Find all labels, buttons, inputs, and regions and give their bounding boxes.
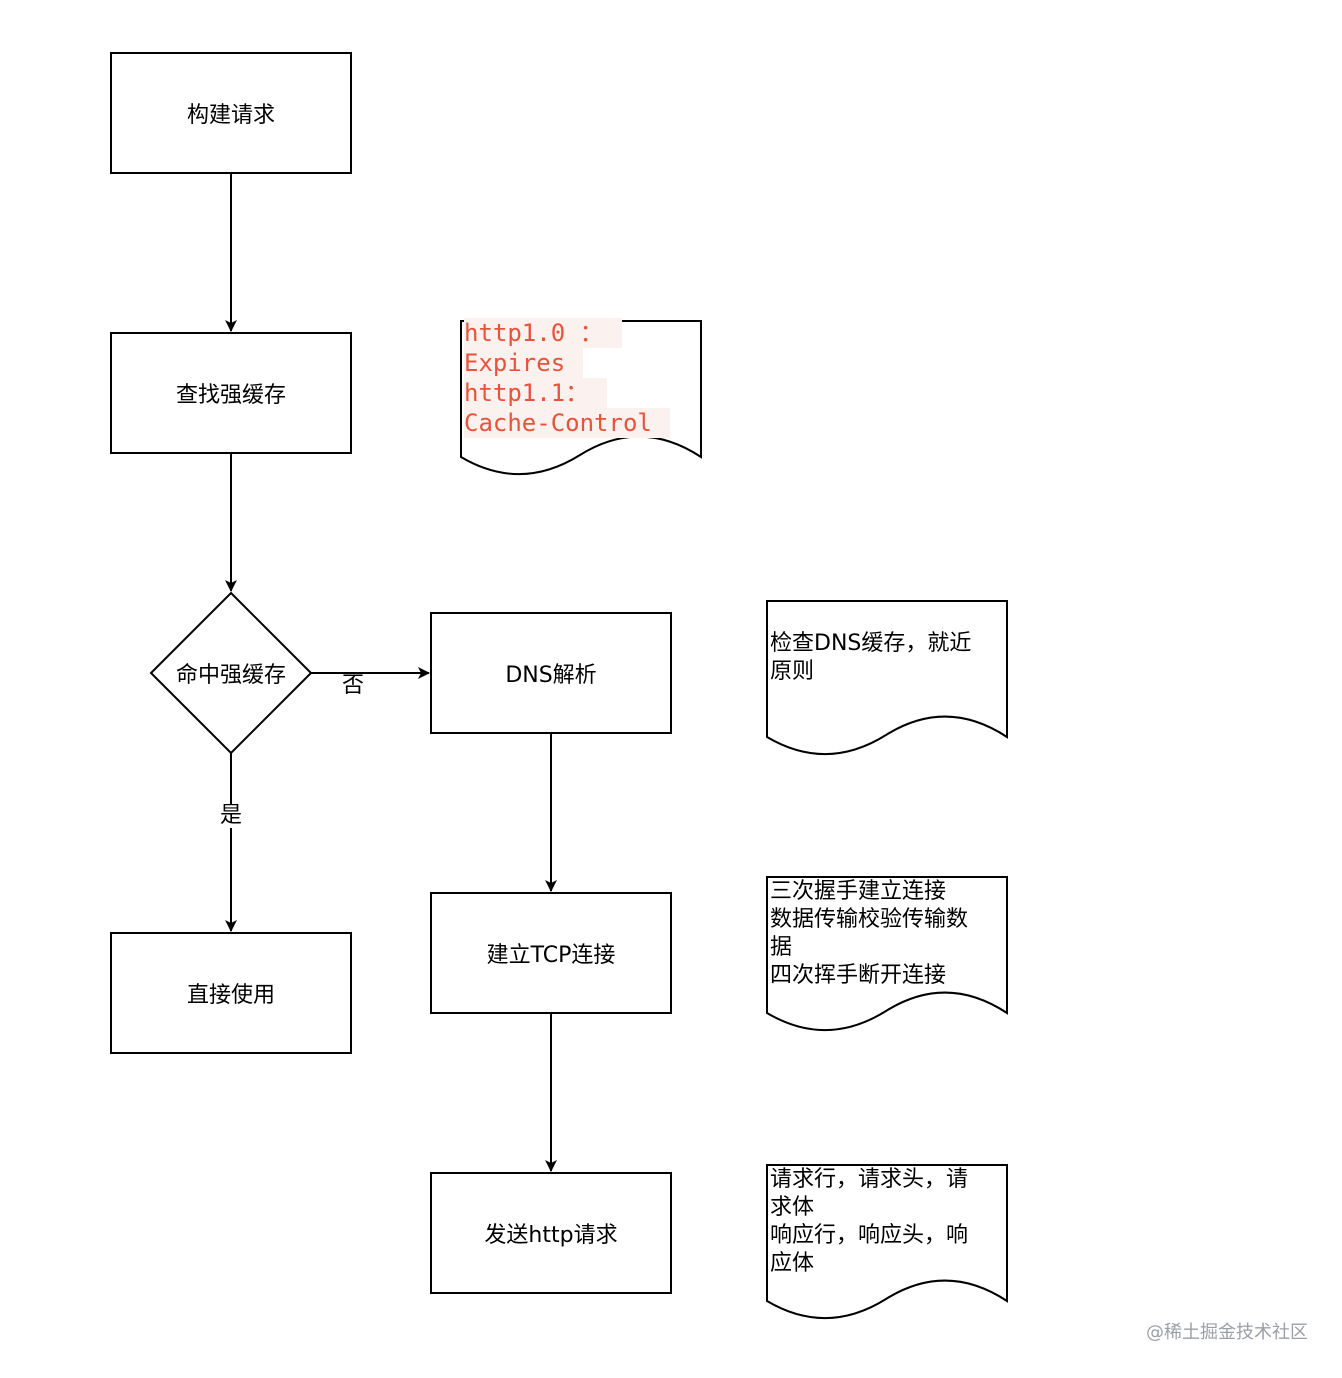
cache-headers-line: http1.1： bbox=[464, 378, 608, 408]
http-note-shape bbox=[766, 1164, 1008, 1319]
cache-headers-line: Cache-Control bbox=[464, 408, 670, 438]
node-tcp-connect: 建立TCP连接 bbox=[430, 892, 672, 1014]
cache-headers-note-text: http1.0 ： Expires http1.1： Cache-Control bbox=[464, 318, 670, 438]
node-tcp-connect-label: 建立TCP连接 bbox=[486, 943, 616, 968]
node-build-request: 构建请求 bbox=[110, 52, 352, 174]
dns-note-text: 检查DNS缓存，就近 原则 bbox=[770, 631, 972, 684]
node-build-request-label: 构建请求 bbox=[186, 103, 275, 128]
node-send-http-label: 发送http请求 bbox=[484, 1223, 618, 1248]
node-send-http: 发送http请求 bbox=[430, 1172, 672, 1294]
node-find-strong-cache: 查找强缓存 bbox=[110, 332, 352, 454]
tcp-note-shape bbox=[766, 876, 1008, 1031]
node-use-directly-label: 直接使用 bbox=[186, 983, 275, 1008]
cache-headers-line: http1.0 ： bbox=[464, 318, 622, 348]
decision-diamond bbox=[149, 591, 313, 755]
node-find-strong-cache-label: 查找强缓存 bbox=[175, 383, 286, 408]
node-dns-resolve: DNS解析 bbox=[430, 612, 672, 734]
node-hit-strong-cache-label: 命中强缓存 bbox=[175, 663, 286, 688]
http-note-text: 请求行，请求头，请 求体 响应行，响应头，响 应体 bbox=[770, 1167, 969, 1276]
edge-label-no: 否 bbox=[342, 673, 365, 698]
watermark: @稀土掘金技术社区 bbox=[1146, 1322, 1308, 1343]
dns-note-shape bbox=[766, 600, 1008, 755]
tcp-note-text: 三次握手建立连接 数据传输校验传输数 据 四次挥手断开连接 bbox=[770, 879, 969, 988]
node-use-directly: 直接使用 bbox=[110, 932, 352, 1054]
node-dns-resolve-label: DNS解析 bbox=[505, 663, 597, 688]
cache-headers-line: Expires bbox=[464, 348, 584, 378]
edge-label-yes: 是 bbox=[218, 803, 245, 828]
